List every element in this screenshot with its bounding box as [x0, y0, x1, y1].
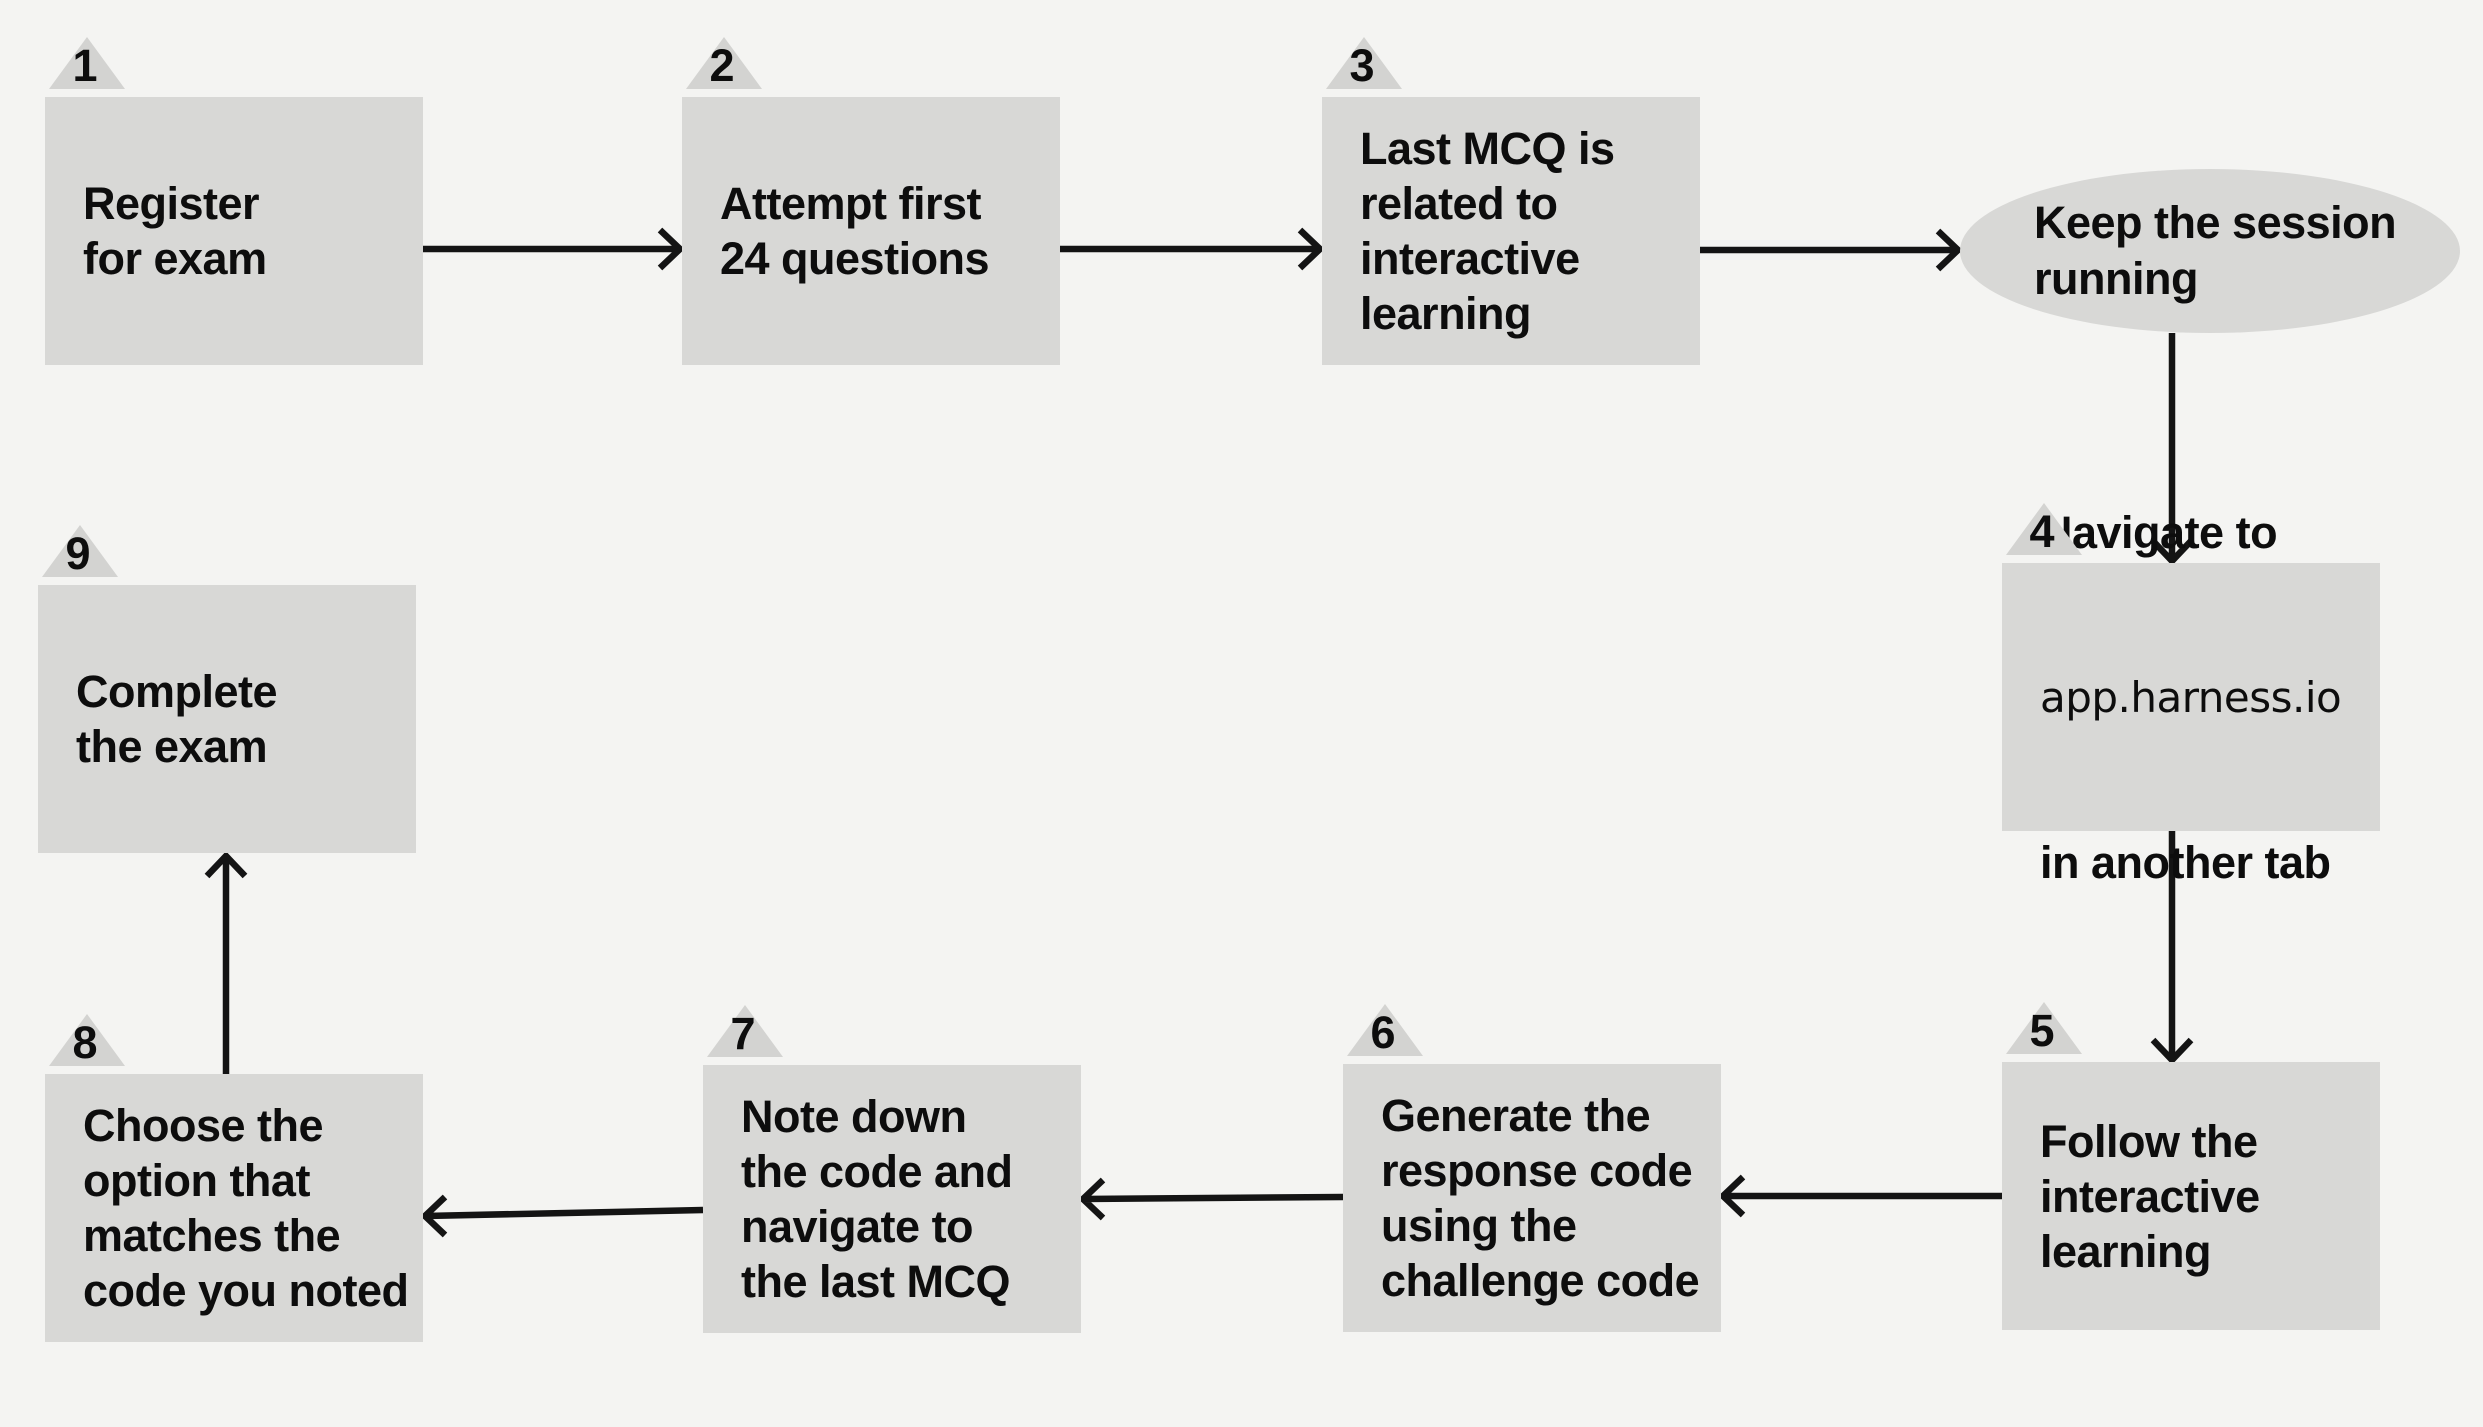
step-1-label: Register for exam	[83, 178, 267, 284]
step-3-badge: 3	[1326, 37, 1402, 89]
step-4-badge: 4	[2006, 503, 2082, 555]
step-8-number: 8	[72, 1017, 98, 1068]
triangle-marker-icon	[1326, 37, 1402, 89]
step-4-label-line2: app.harness.io	[2040, 672, 2342, 722]
step-9-number: 9	[65, 528, 91, 579]
step-5-label: Follow the interactive learning	[2040, 1115, 2260, 1277]
triangle-marker-icon	[1347, 1004, 1423, 1056]
step-6-badge: 6	[1347, 1004, 1423, 1056]
step-9-box: 9 Complete the exam	[38, 525, 416, 853]
step-5-badge: 5	[2006, 1002, 2082, 1054]
triangle-marker-icon	[707, 1005, 783, 1057]
step-3-number: 3	[1349, 40, 1375, 91]
triangle-marker-icon	[49, 37, 125, 89]
step-7-label: Note down the code and navigate to the l…	[741, 1091, 1013, 1307]
step-7-badge: 7	[707, 1005, 783, 1057]
step-4-label: Navigate to app.harness.io in another ta…	[2002, 395, 2342, 1000]
triangle-marker-icon	[2006, 503, 2082, 555]
step-9-label: Complete the exam	[76, 666, 278, 772]
step-3-label: Last MCQ is related to interactive learn…	[1360, 123, 1615, 339]
step-4-number: 4	[2029, 506, 2055, 557]
edge-step7-to-step8-arrow	[420, 1194, 704, 1238]
edge-step5-to-step6-arrow	[1718, 1174, 2002, 1218]
step-8-box: 8 Choose the option that matches the cod…	[45, 1014, 423, 1342]
step-2-box: 2 Attempt first 24 questions	[682, 37, 1060, 365]
step-6-label: Generate the response code using the cha…	[1381, 1090, 1700, 1306]
step-2-label: Attempt first 24 questions	[720, 178, 990, 284]
step-5-number: 5	[2029, 1005, 2055, 1056]
triangle-marker-icon	[686, 37, 762, 89]
step-1-box: 1 Register for exam	[45, 37, 423, 365]
triangle-marker-icon	[49, 1014, 125, 1066]
step-7-box: 7 Note down the code and navigate to the…	[703, 1005, 1081, 1333]
triangle-marker-icon	[42, 525, 118, 577]
step-8-label: Choose the option that matches the code …	[83, 1100, 409, 1316]
keep-session-ellipse: Keep the session running	[1960, 169, 2460, 333]
triangle-marker-icon	[2006, 1002, 2082, 1054]
step-8-badge: 8	[49, 1014, 125, 1066]
step-2-badge: 2	[686, 37, 762, 89]
edge-step3-to-session-arrow	[1700, 228, 1963, 272]
edge-step2-to-step3-arrow	[1060, 227, 1325, 271]
step-4-label-line3: in another tab	[2040, 836, 2331, 888]
step-6-number: 6	[1370, 1007, 1396, 1058]
edge-step8-to-step9-arrow	[204, 851, 248, 1074]
keep-session-label: Keep the session running	[2034, 197, 2397, 304]
edge-step1-to-step2-arrow	[423, 227, 685, 271]
step-9-badge: 9	[42, 525, 118, 577]
step-6-box: 6 Generate the response code using the c…	[1343, 1004, 1721, 1332]
step-7-number: 7	[730, 1008, 756, 1059]
step-4-label-line1: Navigate to	[2040, 506, 2278, 558]
step-2-number: 2	[709, 40, 735, 91]
step-3-box: 3 Last MCQ is related to interactive lea…	[1322, 37, 1700, 365]
step-1-badge: 1	[49, 37, 125, 89]
edge-step6-to-step7-arrow	[1078, 1177, 1344, 1221]
step-5-box: 5 Follow the interactive learning	[2002, 1002, 2380, 1330]
step-1-number: 1	[72, 40, 98, 91]
step-4-box: 4 Navigate to app.harness.io in another …	[2002, 503, 2380, 888]
